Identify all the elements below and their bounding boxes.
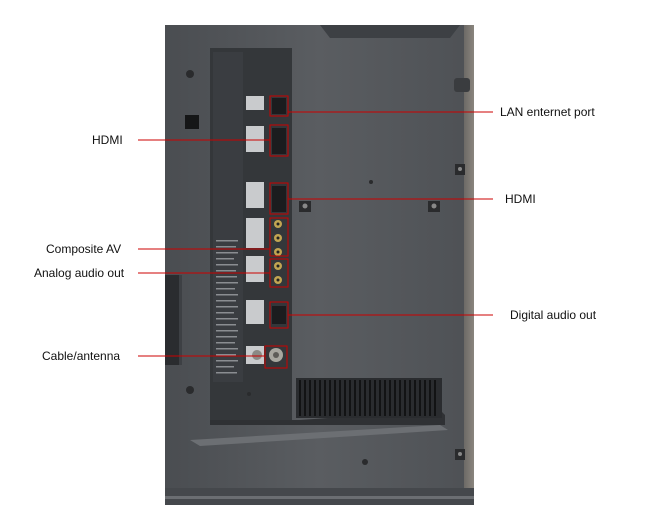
optical-audio-port: [272, 306, 286, 324]
coaxial-antenna-port: [252, 348, 283, 362]
lan-port: [272, 98, 286, 114]
callout-lines: [138, 111, 493, 357]
composite-av-jacks: [274, 220, 282, 256]
hdmi-port: [272, 128, 286, 154]
mount-screws: [185, 70, 470, 465]
label-composite-av: Composite AV: [46, 242, 122, 256]
label-hdmi-right: HDMI: [505, 192, 536, 206]
label-analog-audio-out: Analog audio out: [34, 266, 125, 280]
stand-bracket: [165, 275, 182, 365]
ports: [252, 98, 286, 362]
vent-grille: [190, 378, 448, 446]
label-digital-audio-out: Digital audio out: [510, 308, 597, 322]
label-cable-antenna: Cable/antenna: [42, 349, 121, 363]
label-lan-port: LAN enternet port: [500, 105, 595, 119]
analog-audio-jacks: [274, 262, 282, 284]
hdmi-port: [272, 186, 286, 212]
label-hdmi-left: HDMI: [92, 133, 123, 147]
